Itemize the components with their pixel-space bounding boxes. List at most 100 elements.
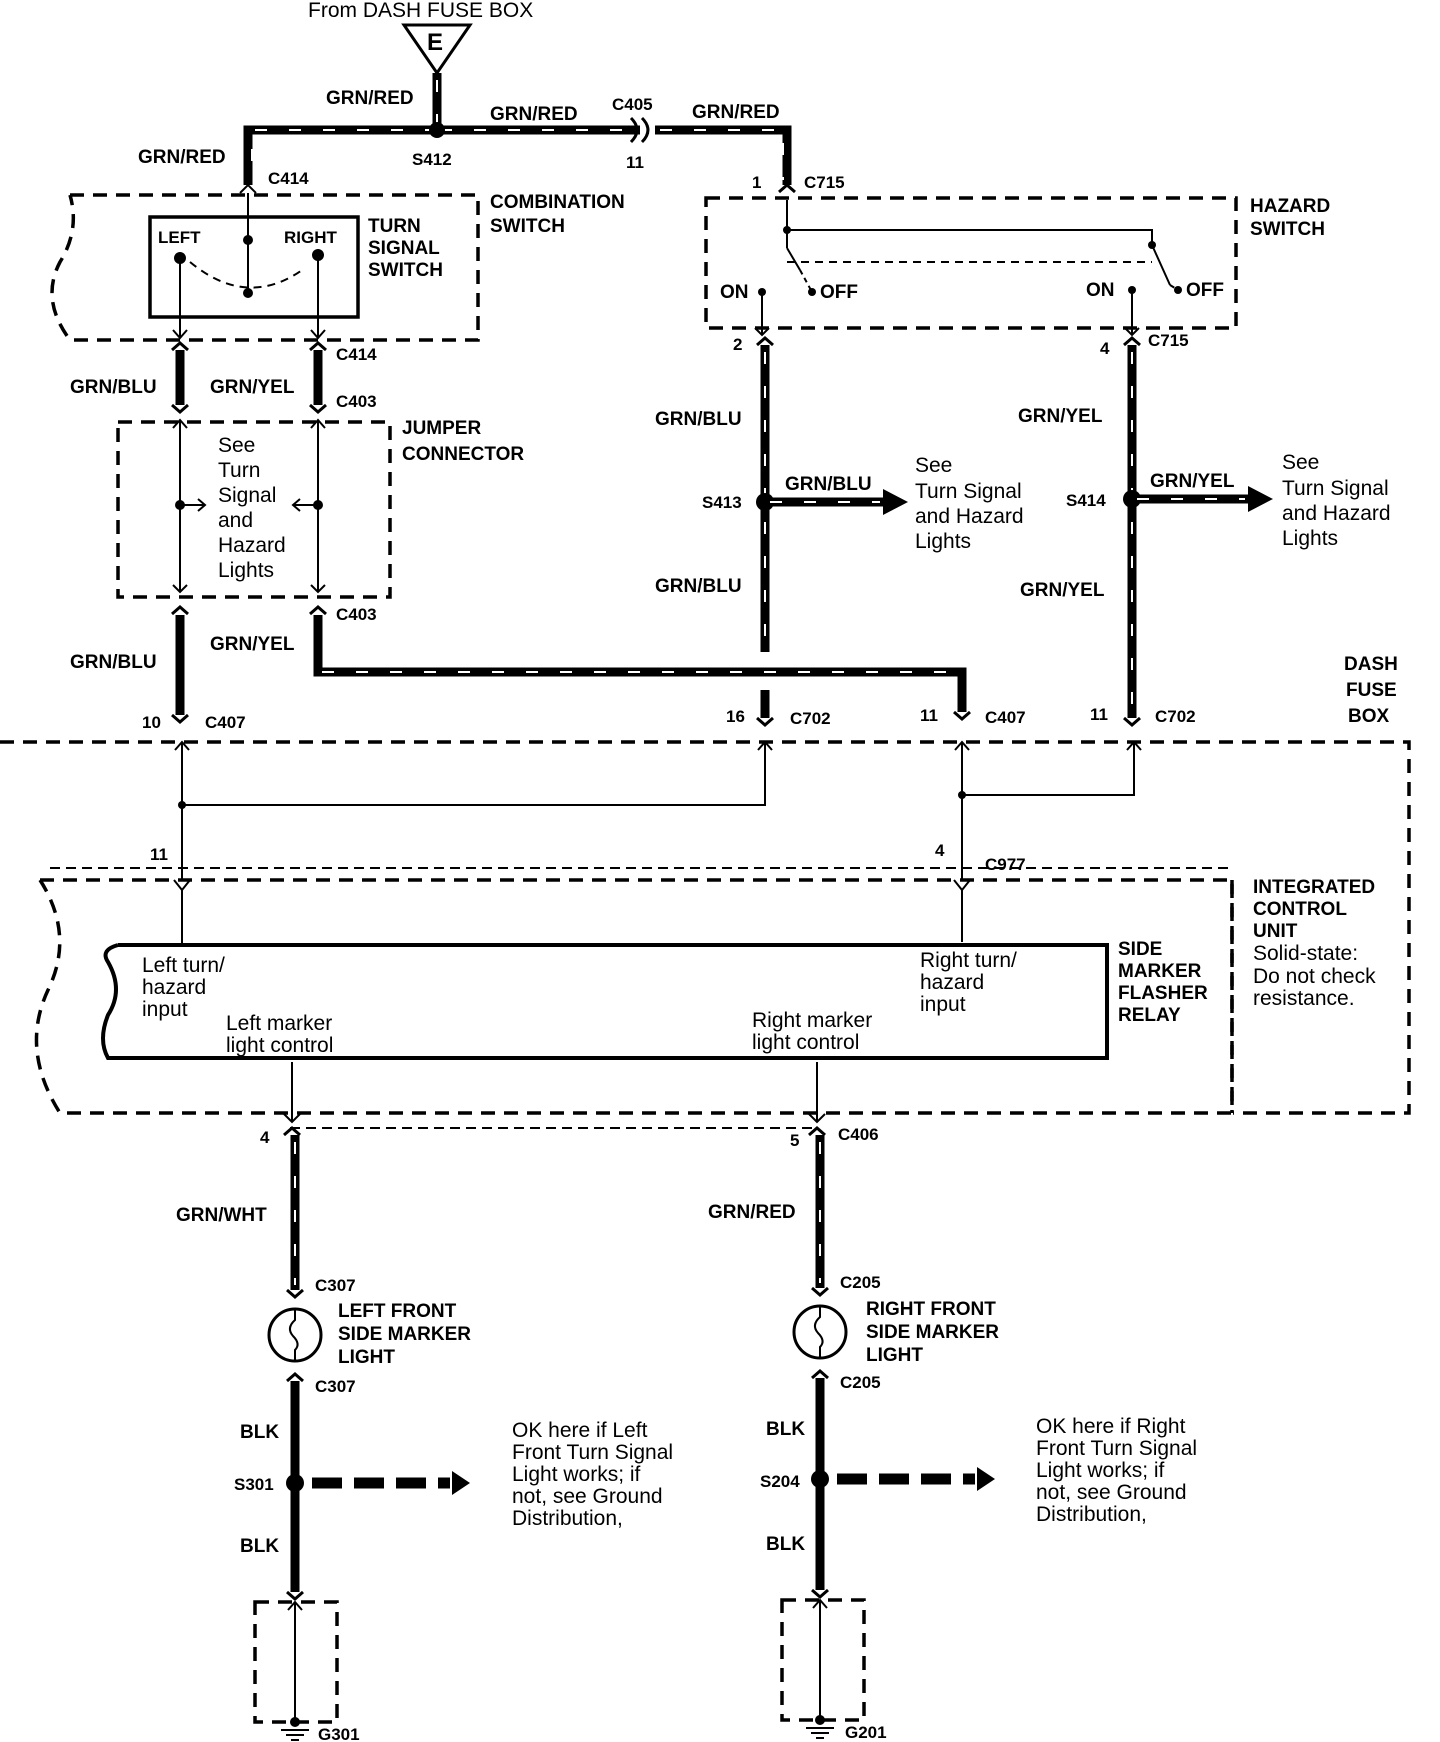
label-blk-4: BLK xyxy=(766,1534,805,1555)
splice-s204-dot xyxy=(811,1470,829,1488)
label-c205-bottom: C205 xyxy=(840,1373,881,1392)
label-grn-yel-1: GRN/YEL xyxy=(210,377,295,398)
label-blk-2: BLK xyxy=(240,1536,279,1557)
ground-note-left-3: Light works; if xyxy=(512,1463,641,1486)
splice-s301-dot xyxy=(286,1474,304,1492)
label-grn-red-3: GRN/RED xyxy=(692,102,780,123)
label-grn-yel-2: GRN/YEL xyxy=(210,634,295,655)
relay-left-input-2: hazard xyxy=(142,976,206,999)
label-c403-top: C403 xyxy=(336,392,377,411)
label-left: LEFT xyxy=(158,228,201,247)
label-right-light-3: LIGHT xyxy=(866,1345,923,1366)
left-front-side-marker-bulb-icon xyxy=(267,1307,323,1363)
label-hazard-on-1: ON xyxy=(720,282,749,303)
label-hazard-off-1: OFF xyxy=(820,282,858,303)
label-grn-yel-3: GRN/YEL xyxy=(1018,406,1103,427)
right-front-side-marker-bulb-icon xyxy=(792,1304,848,1360)
dash-fuse-box-border xyxy=(0,740,1411,1115)
label-c307-top: C307 xyxy=(315,1276,356,1295)
jumper-note-3: Signal xyxy=(218,484,276,507)
ground-note-left-5: Distribution, xyxy=(512,1507,623,1530)
label-c414-bottom: C414 xyxy=(336,345,377,364)
label-c702-pin-16: 16 xyxy=(726,707,745,726)
label-right: RIGHT xyxy=(284,228,338,247)
ground-g201-box xyxy=(780,1598,866,1722)
relay-left-control-2: light control xyxy=(226,1034,333,1057)
label-c205-top: C205 xyxy=(840,1273,881,1292)
ground-g201-icon xyxy=(806,1715,834,1739)
fuse-e-letter: E xyxy=(427,29,443,56)
label-grn-blu-4: GRN/BLU xyxy=(785,474,872,495)
see-ref-2-line4: Lights xyxy=(1282,527,1338,550)
relay-right-input-2: hazard xyxy=(920,971,984,994)
label-grn-red-4: GRN/RED xyxy=(138,147,226,168)
label-relay-1: SIDE xyxy=(1118,939,1162,960)
label-c702-left: C702 xyxy=(790,709,831,728)
label-c977-pin-11: 11 xyxy=(150,845,168,864)
label-left-light-1: LEFT FRONT xyxy=(338,1301,457,1322)
jumper-connector-box xyxy=(116,420,392,599)
see-ref-1-line2: Turn Signal xyxy=(915,480,1022,503)
wire-grn-yel-cross xyxy=(313,615,967,712)
fuse-e-symbol xyxy=(401,23,473,76)
label-c702-pin-11: 11 xyxy=(1090,705,1108,724)
label-c407-pin-11: 11 xyxy=(920,706,938,725)
see-ref-1-line4: Lights xyxy=(915,530,971,553)
label-icu-1: INTEGRATED xyxy=(1253,877,1375,898)
see-ref-1-line3: and Hazard xyxy=(915,505,1024,528)
relay-right-input-1: Right turn/ xyxy=(920,949,1017,972)
ground-note-right-3: Light works; if xyxy=(1036,1459,1165,1482)
icu-note-3: resistance. xyxy=(1253,987,1355,1010)
label-dash-fuse-box-3: BOX xyxy=(1348,706,1390,727)
jumper-note-6: Lights xyxy=(218,559,274,582)
wire-grn-red-hazard-feed xyxy=(655,125,792,185)
label-c977: C977 xyxy=(985,855,1026,874)
label-dash-fuse-box-1: DASH xyxy=(1344,654,1398,675)
relay-left-input-3: input xyxy=(142,998,188,1021)
label-c407-left: C407 xyxy=(205,713,246,732)
label-jumper-connector-2: CONNECTOR xyxy=(402,444,524,465)
label-blk-1: BLK xyxy=(240,1422,279,1443)
hazard-switch-box xyxy=(704,196,1238,330)
label-grn-red-2: GRN/RED xyxy=(490,104,578,125)
jumper-note-5: Hazard xyxy=(218,534,286,557)
ground-note-right-4: not, see Ground xyxy=(1036,1481,1187,1504)
label-c406: C406 xyxy=(838,1125,879,1144)
label-grn-yel-5: GRN/YEL xyxy=(1020,580,1105,601)
label-grn-blu-3: GRN/BLU xyxy=(655,409,742,430)
label-hazard-on-2: ON xyxy=(1086,280,1115,301)
combination-switch-box xyxy=(50,193,480,342)
label-grn-wht: GRN/WHT xyxy=(176,1205,267,1226)
label-left-light-2: SIDE MARKER xyxy=(338,1324,471,1345)
label-s414: S414 xyxy=(1066,491,1106,510)
label-right-light-1: RIGHT FRONT xyxy=(866,1299,996,1320)
icu-note-1: Solid-state: xyxy=(1253,942,1358,965)
label-c702-right: C702 xyxy=(1155,707,1196,726)
label-s412: S412 xyxy=(412,150,452,169)
label-c405: C405 xyxy=(612,95,653,114)
wire-grn-red-left xyxy=(243,125,437,185)
label-combination-switch-1: COMBINATION xyxy=(490,192,625,213)
turn-signal-switch-box xyxy=(148,215,360,319)
label-c407-pin-10: 10 xyxy=(142,713,161,732)
jumper-note-2: Turn xyxy=(218,459,260,482)
label-left-light-3: LIGHT xyxy=(338,1347,395,1368)
label-turn-signal-switch-3: SWITCH xyxy=(368,260,443,281)
see-ref-2-line3: and Hazard xyxy=(1282,502,1391,525)
label-c715-pin-4: 4 xyxy=(1100,339,1110,358)
label-hazard-switch-1: HAZARD xyxy=(1250,196,1330,217)
ground-note-left-2: Front Turn Signal xyxy=(512,1441,673,1464)
label-relay-2: MARKER xyxy=(1118,961,1202,982)
label-c406-pin-5: 5 xyxy=(790,1131,799,1150)
label-hazard-switch-2: SWITCH xyxy=(1250,219,1325,240)
label-dash-fuse-box-2: FUSE xyxy=(1346,680,1397,701)
label-turn-signal-switch-1: TURN xyxy=(368,216,421,237)
label-s413: S413 xyxy=(702,493,742,512)
label-g301: G301 xyxy=(318,1725,360,1742)
label-grn-blu-1: GRN/BLU xyxy=(70,377,157,398)
splice-s412-dot xyxy=(429,122,445,138)
label-combination-switch-2: SWITCH xyxy=(490,216,565,237)
see-ref-2-line2: Turn Signal xyxy=(1282,477,1389,500)
label-c715-pin-2: 2 xyxy=(733,335,742,354)
ground-g301-icon xyxy=(281,1717,309,1741)
